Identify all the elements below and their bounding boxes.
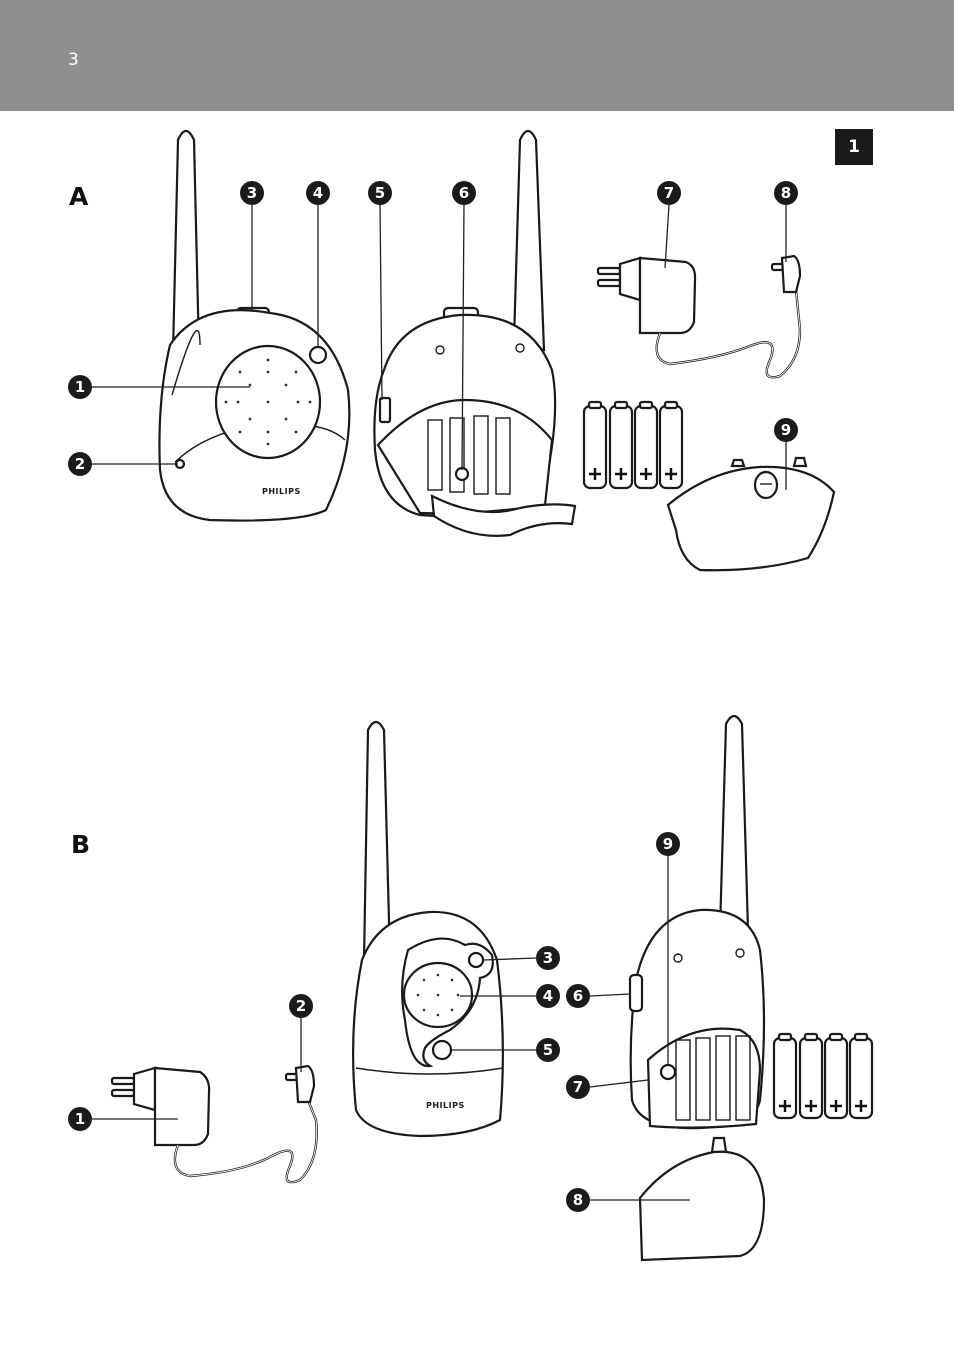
antenna-icon: [514, 131, 544, 350]
batteries-b: [774, 1034, 872, 1118]
power-button: [469, 953, 483, 967]
callout-b-6: 6: [566, 984, 590, 1008]
callout-a-5: 5: [368, 181, 392, 205]
baby-unit-front: PHILIPS: [353, 722, 503, 1136]
baby-unit-back: [630, 716, 764, 1128]
batteries-a: [584, 402, 682, 488]
battery-icon: [584, 402, 606, 488]
callout-b-2: 2: [289, 994, 313, 1018]
svg-text:7: 7: [664, 184, 674, 202]
brand-logo-b: PHILIPS: [426, 1101, 465, 1110]
callout-a-9: 9: [774, 418, 798, 442]
battery-cover-icon: [640, 1138, 764, 1260]
svg-text:1: 1: [75, 378, 85, 396]
svg-text:8: 8: [573, 1191, 583, 1209]
battery-icon: [850, 1034, 872, 1118]
sensitivity-wheel: [630, 975, 642, 1011]
callout-a-8: 8: [774, 181, 798, 205]
callout-b-9: 9: [656, 832, 680, 856]
svg-text:9: 9: [781, 421, 791, 439]
adapter-plug-icon: [112, 1066, 317, 1182]
svg-text:3: 3: [247, 184, 257, 202]
callout-a-4: 4: [306, 181, 330, 205]
figure-a: PHILIPS: [68, 131, 834, 570]
svg-text:2: 2: [296, 997, 306, 1015]
svg-text:6: 6: [459, 184, 469, 202]
power-button: [310, 347, 326, 363]
svg-text:6: 6: [573, 987, 583, 1005]
battery-icon: [635, 402, 657, 488]
battery-icon: [825, 1034, 847, 1118]
callout-b-1: 1: [68, 1107, 92, 1131]
battery-icon: [774, 1034, 796, 1118]
callout-a-1: 1: [68, 375, 92, 399]
adapter-plug-icon: [598, 256, 800, 377]
antenna-icon: [364, 722, 390, 960]
volume-wheel: [380, 398, 390, 422]
svg-text:1: 1: [75, 1110, 85, 1128]
dc-socket: [661, 1065, 675, 1079]
brand-logo-a: PHILIPS: [262, 487, 301, 496]
callout-a-6: 6: [452, 181, 476, 205]
callout-b-8: 8: [566, 1188, 590, 1212]
antenna-icon: [720, 716, 748, 930]
battery-cover-icon: [668, 458, 834, 570]
callout-a-7: 7: [657, 181, 681, 205]
callout-a-3: 3: [240, 181, 264, 205]
svg-text:3: 3: [543, 949, 553, 967]
svg-text:7: 7: [573, 1078, 583, 1096]
svg-text:4: 4: [543, 987, 553, 1005]
callout-b-5: 5: [536, 1038, 560, 1062]
battery-icon: [610, 402, 632, 488]
callout-b-4: 4: [536, 984, 560, 1008]
svg-text:4: 4: [313, 184, 323, 202]
svg-text:9: 9: [663, 835, 673, 853]
callout-b-3: 3: [536, 946, 560, 970]
battery-icon: [800, 1034, 822, 1118]
link-button: [433, 1041, 451, 1059]
svg-text:2: 2: [75, 455, 85, 473]
svg-text:8: 8: [781, 184, 791, 202]
callout-a-2: 2: [68, 452, 92, 476]
callout-b-7: 7: [566, 1075, 590, 1099]
svg-text:5: 5: [543, 1041, 553, 1059]
figure-b: PHILIPS: [68, 716, 872, 1260]
svg-text:5: 5: [375, 184, 385, 202]
battery-icon: [660, 402, 682, 488]
